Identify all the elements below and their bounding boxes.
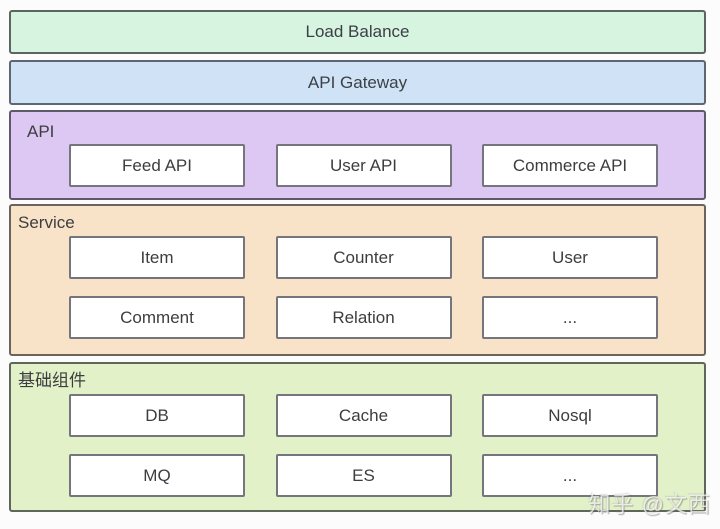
section-base-components-label: 基础组件 [18, 371, 86, 390]
node-commerce-api: Commerce API [482, 144, 658, 187]
node-user-api: User API [275, 144, 452, 187]
zhihu-watermark: 知乎 @文西 [588, 492, 711, 517]
section-api: API Feed API User API Commerce API [9, 110, 706, 200]
section-service-label: Service [18, 213, 75, 232]
section-base-row-1: DB Cache Nosql [11, 394, 704, 437]
node-nosql: Nosql [482, 394, 658, 437]
node-mq: MQ [69, 454, 245, 497]
node-more-services: ... [482, 296, 658, 339]
section-service-row-1: Item Counter User [11, 236, 704, 279]
node-db: DB [69, 394, 245, 437]
band-load-balance-label: Load Balance [305, 22, 410, 41]
node-cache: Cache [275, 394, 452, 437]
node-user: User [482, 236, 658, 279]
node-comment: Comment [69, 296, 245, 339]
section-base-components: 基础组件 DB Cache Nosql MQ ES ... [9, 362, 706, 512]
section-service: Service Item Counter User Comment Relati… [9, 204, 706, 356]
section-service-row-2: Comment Relation ... [11, 296, 704, 339]
band-api-gateway: API Gateway [9, 60, 706, 105]
node-feed-api: Feed API [69, 144, 245, 187]
section-base-row-2: MQ ES ... [11, 454, 704, 497]
node-more-components: ... [482, 454, 658, 497]
band-load-balance: Load Balance [9, 10, 706, 54]
node-item: Item [69, 236, 245, 279]
node-counter: Counter [275, 236, 452, 279]
node-relation: Relation [275, 296, 452, 339]
node-es: ES [275, 454, 452, 497]
section-api-label: API [27, 122, 55, 141]
band-api-gateway-label: API Gateway [307, 72, 408, 92]
section-api-row-1: Feed API User API Commerce API [11, 144, 704, 187]
